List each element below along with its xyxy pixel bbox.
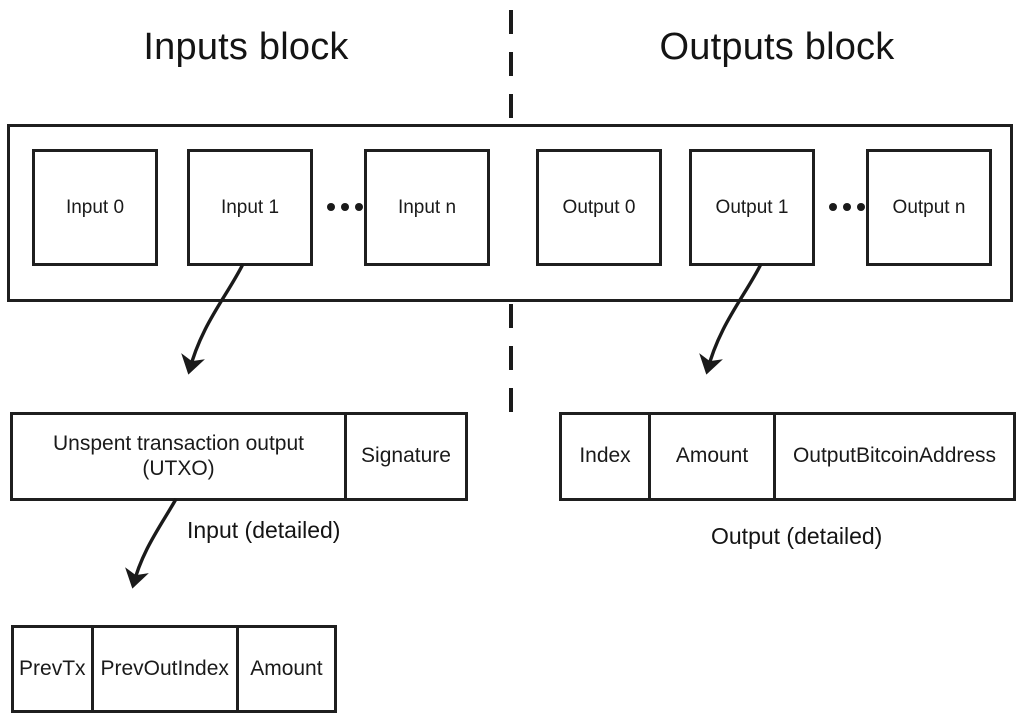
input-box-1[interactable]: Input 1 [187, 149, 313, 266]
input-box-n[interactable]: Input n [364, 149, 490, 266]
input-detail-row: Unspent transaction output (UTXO) Signat… [10, 412, 468, 501]
output-box-0-label: Output 0 [562, 196, 636, 218]
output-detail-cell-index[interactable]: Index [562, 415, 651, 498]
output-box-n-label: Output n [892, 196, 966, 218]
output-box-1-label: Output 1 [715, 196, 789, 218]
output-box-n[interactable]: Output n [866, 149, 992, 266]
output-detail-cell-amount[interactable]: Amount [651, 415, 776, 498]
index-label: Index [579, 444, 631, 468]
utxo-detail-cell-amount[interactable]: Amount [239, 628, 334, 710]
input-box-0[interactable]: Input 0 [32, 149, 158, 266]
outputs-ellipsis-icon [824, 196, 870, 218]
utxo-label-line1: Unspent transaction output [53, 431, 304, 455]
input-box-1-label: Input 1 [220, 196, 280, 218]
prevoutindex-label: PrevOutIndex [100, 656, 229, 680]
output-detail-row: Index Amount OutputBitcoinAddress [559, 412, 1016, 501]
utxo-detail-cell-prevtx[interactable]: PrevTx [14, 628, 94, 710]
output-detail-caption: Output (detailed) [711, 523, 883, 549]
inputs-block-title: Inputs block [143, 26, 349, 68]
utxo-detail-cell-prevoutindex[interactable]: PrevOutIndex [94, 628, 239, 710]
prevtx-label: PrevTx [19, 656, 86, 680]
outputs-block-title: Outputs block [659, 26, 895, 68]
amount-label: Amount [675, 444, 749, 468]
utxo-detail-row: PrevTx PrevOutIndex Amount [11, 625, 337, 713]
output-bitcoin-address-label: OutputBitcoinAddress [792, 444, 997, 468]
output-box-0[interactable]: Output 0 [536, 149, 662, 266]
input-box-n-label: Input n [397, 196, 457, 218]
inputs-ellipsis-icon [322, 196, 368, 218]
input-detail-cell-utxo[interactable]: Unspent transaction output (UTXO) [13, 415, 347, 498]
input-detail-cell-signature[interactable]: Signature [347, 415, 465, 498]
output-box-1[interactable]: Output 1 [689, 149, 815, 266]
utxo-amount-label: Amount [250, 656, 323, 680]
signature-label: Signature [361, 444, 451, 468]
transaction-blocks-container [7, 124, 1013, 302]
input-box-0-label: Input 0 [65, 196, 125, 218]
utxo-label-line2: (UTXO) [142, 456, 215, 480]
arrow-utxo-to-utxo-detail [125, 498, 178, 589]
input-detail-caption: Input (detailed) [187, 517, 341, 543]
output-detail-cell-address[interactable]: OutputBitcoinAddress [776, 415, 1013, 498]
